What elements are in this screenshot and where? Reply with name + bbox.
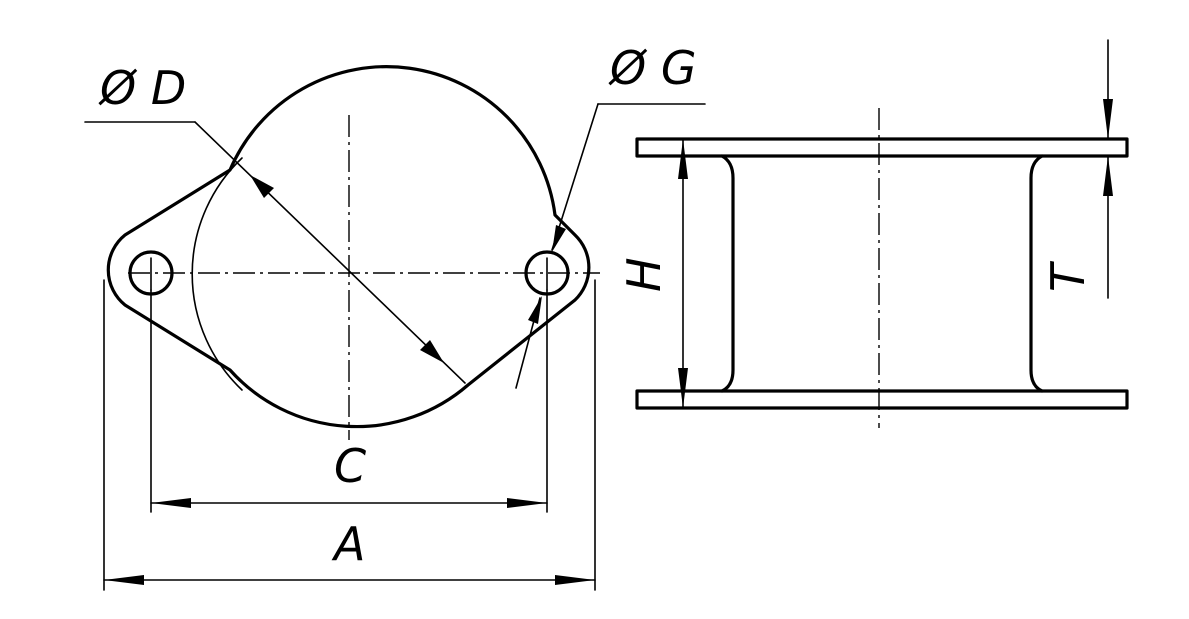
g-arrow-top [552, 225, 566, 252]
inner-circle-arc [191, 157, 243, 391]
c-label: C [334, 439, 366, 493]
t-arrow-bottom [1103, 156, 1113, 196]
d-arrow-bottom [420, 340, 444, 363]
h-label: H [617, 257, 671, 292]
a-arrow-left [104, 575, 144, 585]
d-leader-diagonal [194, 121, 466, 384]
t-arrow-top [1103, 99, 1113, 139]
g-leader-diagonal [551, 103, 599, 251]
a-label: A [331, 517, 365, 571]
dimension-a: A [103, 279, 596, 591]
flange-outline [106, 65, 591, 429]
g-arrow-bottom [528, 296, 542, 324]
hole-spacing-arrow-left [151, 498, 191, 508]
a-arrow-right [555, 575, 595, 585]
bottom-flange-plate [635, 389, 1129, 410]
dimension-t: T [1041, 39, 1113, 299]
d-label: Ø D [98, 61, 186, 115]
dimension-g: Ø G [515, 41, 706, 389]
h-arrow-bottom [678, 368, 688, 408]
g-label: Ø G [608, 41, 696, 95]
dimension-hole-spacing [150, 289, 548, 513]
spool-side-view [635, 108, 1129, 428]
dimension-d: Ø D [84, 61, 466, 384]
right-body-wall [1029, 154, 1044, 393]
dimension-h: H [617, 138, 688, 409]
hole-spacing-arrow-right [507, 498, 547, 508]
t-label: T [1041, 260, 1095, 292]
d-arrow-top [250, 175, 274, 198]
left-body-wall [720, 154, 735, 393]
top-flange-plate [635, 137, 1129, 158]
h-arrow-top [678, 139, 688, 179]
